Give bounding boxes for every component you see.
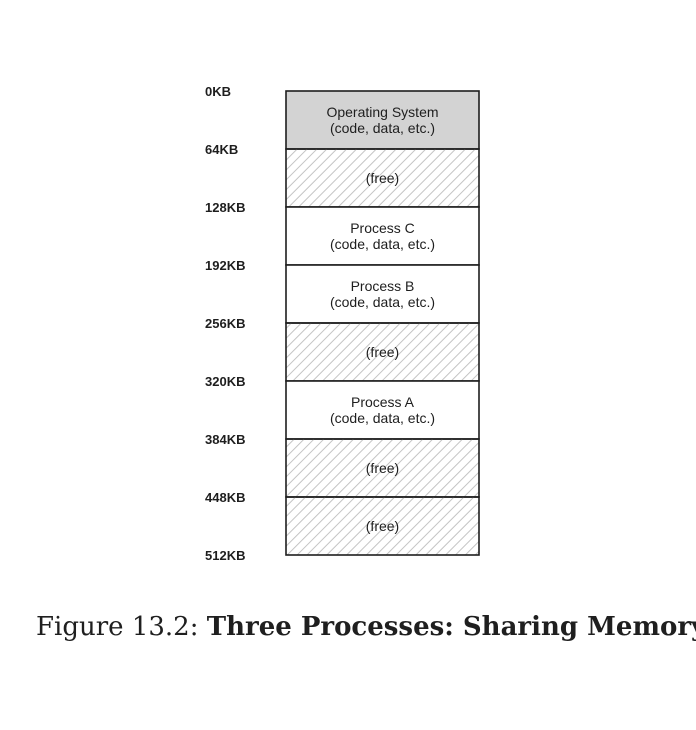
segment-label: (code, data, etc.) <box>330 410 435 426</box>
segment-label: (code, data, etc.) <box>330 236 435 252</box>
figure-caption: Figure 13.2: Three Processes: Sharing Me… <box>36 612 696 642</box>
segment-box <box>285 496 480 556</box>
segment-label: (free) <box>366 460 399 476</box>
segment-box <box>285 380 480 440</box>
segment-box <box>285 148 480 208</box>
segment-label: (free) <box>366 518 399 534</box>
memory-segment-free: (free) <box>285 438 480 498</box>
memory-segment-free: (free) <box>285 148 480 208</box>
memory-layout-diagram: Operating System(code, data, etc.)(free)… <box>205 84 480 563</box>
memory-segment-process: Process A(code, data, etc.) <box>285 380 480 440</box>
segment-box <box>285 90 480 150</box>
address-label: 256KB <box>205 316 245 331</box>
segment-label: Process B <box>351 278 415 294</box>
caption-label: Figure 13.2: <box>36 612 199 642</box>
segment-label: (code, data, etc.) <box>330 120 435 136</box>
segment-label: (code, data, etc.) <box>330 294 435 310</box>
segment-box <box>285 264 480 324</box>
caption-title: Three Processes: Sharing Memory <box>206 612 696 642</box>
segment-label: (free) <box>366 170 399 186</box>
segment-label: Operating System <box>326 104 438 120</box>
address-label: 320KB <box>205 374 245 389</box>
memory-segment-process: Process C(code, data, etc.) <box>285 206 480 266</box>
address-label: 128KB <box>205 200 245 215</box>
segment-box <box>285 206 480 266</box>
address-label: 0KB <box>205 84 231 99</box>
address-label: 192KB <box>205 258 245 273</box>
segment-label: Process A <box>351 394 415 410</box>
memory-segment-process: Process B(code, data, etc.) <box>285 264 480 324</box>
address-label: 448KB <box>205 490 245 505</box>
memory-segment-os: Operating System(code, data, etc.) <box>285 90 480 150</box>
address-label: 384KB <box>205 432 245 447</box>
memory-segment-free: (free) <box>285 496 480 556</box>
memory-segment-free: (free) <box>285 322 480 382</box>
address-label: 64KB <box>205 142 238 157</box>
segment-label: (free) <box>366 344 399 360</box>
address-label: 512KB <box>205 548 245 563</box>
segment-label: Process C <box>350 220 415 236</box>
